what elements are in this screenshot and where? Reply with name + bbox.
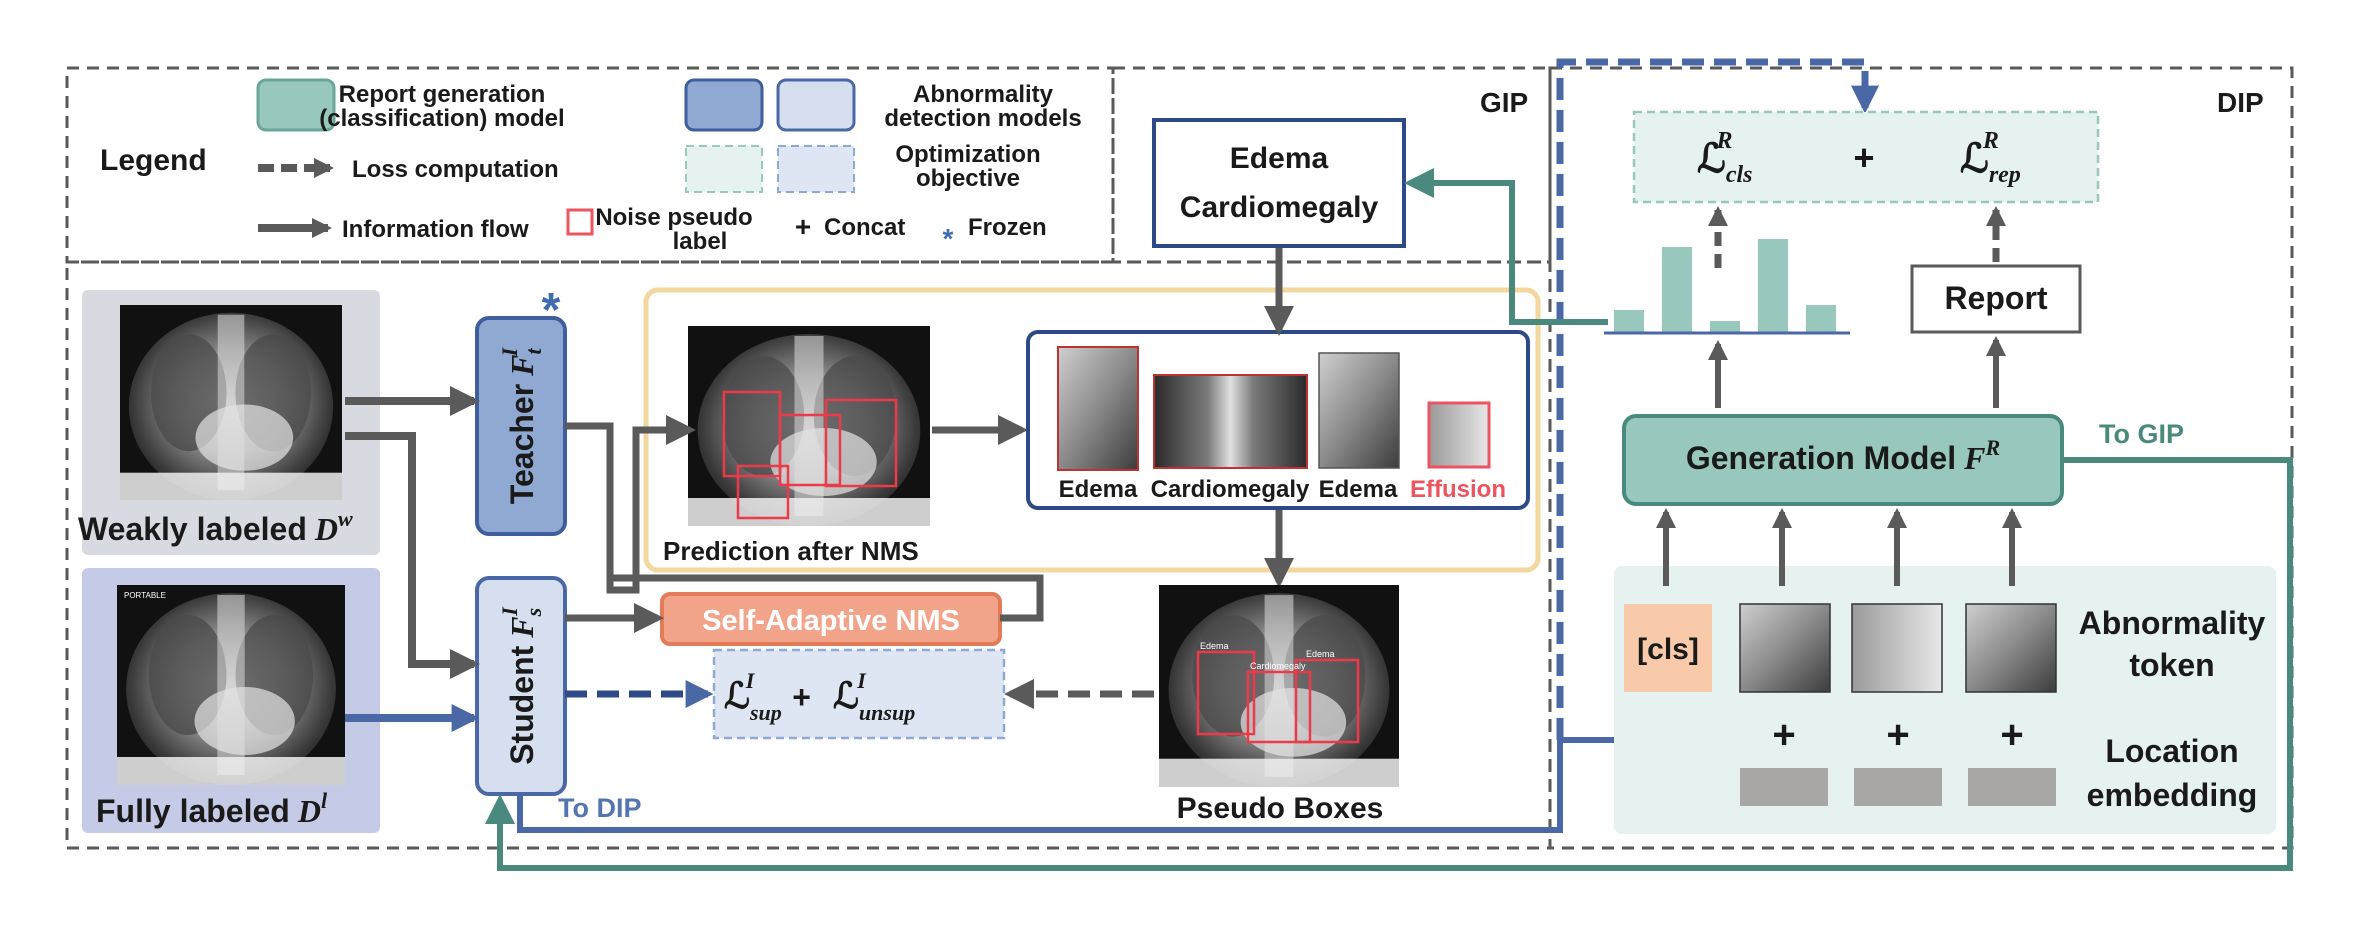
legend-title: Legend: [100, 144, 207, 177]
report-box: [1910, 264, 2082, 334]
abnormality-token-image-1: [1739, 603, 1831, 693]
arrow-weak-to-student: [345, 432, 480, 679]
legend-loss-computation: Loss computation: [352, 156, 559, 183]
classification-bar: [1614, 310, 1644, 332]
pseudo-box-label-edema-2: Edema: [1306, 649, 1335, 659]
pseudo-box-edema: [1196, 650, 1256, 736]
dip-section-label: DIP: [2217, 87, 2264, 118]
frozen-icon: *: [542, 284, 561, 337]
legend-abnormality-line2: detection models: [884, 105, 1081, 132]
legend-frozen-icon: *: [943, 223, 954, 254]
prediction-box: [824, 398, 898, 488]
pseudo-box-label-cardiomegaly: Cardiomegaly: [1250, 661, 1306, 671]
connector-to-dip: [517, 726, 1734, 833]
legend-noise-box-icon: [566, 208, 594, 236]
abnormality-token-image-3: [1965, 603, 2057, 693]
prediction-box: [778, 413, 842, 487]
weak-labels-box: [1152, 118, 1406, 248]
dip-loss-box: [1632, 110, 2100, 204]
crop-label-cardiomegaly: Cardiomegaly: [1151, 476, 1310, 503]
weak-label-edema: Edema: [1230, 142, 1329, 175]
full-xray-image: [117, 585, 345, 785]
weak-xray-image: [120, 305, 342, 500]
pseudo-xray-image: [1159, 585, 1399, 787]
crop-image-effusion-noise: [1427, 401, 1491, 469]
crop-label-edema: Edema: [1059, 476, 1138, 503]
gip-panel-lower: [65, 260, 1552, 850]
crop-label-edema-2: Edema: [1319, 476, 1398, 503]
gip-loss-box: [712, 648, 1006, 740]
location-embedding-3: [1968, 768, 2056, 806]
pseudo-box-label-edema: Edema: [1200, 641, 1229, 651]
legend-report-model-swatch: [256, 78, 336, 132]
prediction-box: [736, 464, 790, 520]
abnormality-token-image-2: [1851, 603, 1943, 693]
legend-optimization-line1: Optimization: [895, 141, 1040, 168]
legend-report-model-line2: (classification) model: [319, 105, 564, 132]
legend-report-model-line1: Report generation: [339, 81, 546, 108]
location-embedding-line2: embedding: [2087, 777, 2258, 813]
location-embedding-line1: Location: [2105, 733, 2238, 769]
arrow-nms-loop: [610, 574, 1044, 622]
legend-frozen: Frozen: [968, 214, 1047, 241]
full-xray-overlay-text: PORTABLE: [124, 591, 166, 600]
self-adaptive-nms-label: Self-Adaptive NMS: [702, 605, 960, 637]
legend-information-flow: Information flow: [342, 216, 529, 243]
report-label: Report: [1944, 280, 2047, 316]
legend-noise-line1: Noise pseudo: [595, 204, 752, 231]
connector-to-gip: [485, 457, 2293, 871]
classification-bar: [1662, 247, 1692, 332]
prediction-caption: Prediction after NMS: [663, 536, 919, 566]
to-dip-label: To DIP: [558, 793, 642, 823]
classification-bar: [1710, 321, 1740, 332]
to-gip-label: To GIP: [2099, 419, 2184, 449]
classification-bar: [1806, 305, 1836, 332]
connector-dip-top-dashed: [1556, 58, 1879, 740]
legend-abnormality-line1: Abnormality: [913, 81, 1054, 108]
legend-concat: Concat: [824, 214, 905, 241]
concat-symbol-2: +: [1886, 713, 1909, 757]
legend-abnormality-swatch-dark: [684, 78, 764, 132]
crop-label-effusion: Effusion: [1410, 476, 1506, 503]
gip-loss-formula: ℒsupI+ℒunsupI: [724, 668, 915, 725]
abnormality-token-line2: token: [2129, 647, 2214, 683]
cls-token: [1624, 604, 1712, 692]
concat-symbol-1: +: [1772, 713, 1795, 757]
arrow-classifier-to-weak-labels: [1404, 168, 1608, 325]
student-label: StudentFsI: [497, 606, 546, 765]
arrow-teacher-to-prediction: [565, 415, 696, 594]
concat-symbol-3: +: [2000, 713, 2023, 757]
legend-abnormality-swatch-light: [776, 78, 856, 132]
crop-image-edema: [1057, 346, 1139, 471]
legend-optimization-line2: objective: [916, 165, 1020, 192]
legend-noise-line2: label: [673, 228, 728, 255]
crop-image-edema-noise: [1318, 352, 1400, 469]
pseudo-box-cardiomegaly: [1246, 670, 1312, 744]
classification-bar: [1758, 239, 1788, 332]
pseudo-caption: Pseudo Boxes: [1177, 792, 1384, 825]
dip-loss-plus: +: [1853, 137, 1874, 178]
teacher-label: TeacherFtI: [497, 346, 546, 504]
gip-section-label: GIP: [1480, 87, 1528, 118]
legend-optimization-swatch-blue: [777, 145, 855, 193]
legend-optimization-swatch-teal: [685, 145, 763, 193]
legend-concat-symbol: +: [795, 211, 811, 242]
pseudo-box-edema-2: [1294, 658, 1360, 744]
generation-model: [1622, 414, 2064, 506]
location-embedding-1: [1740, 768, 1828, 806]
crop-image-cardiomegaly: [1153, 374, 1308, 469]
cls-token-label: [cls]: [1637, 633, 1699, 666]
dip-loss-cls: ℒclsR: [1697, 128, 1752, 188]
weak-label-cardiomegaly: Cardiomegaly: [1180, 191, 1379, 224]
classification-bar-chart: [1614, 239, 1836, 332]
dip-loss-rep: ℒrepR: [1960, 128, 2021, 188]
abnormality-token-line1: Abnormality: [2079, 605, 2266, 641]
location-embedding-2: [1854, 768, 1942, 806]
